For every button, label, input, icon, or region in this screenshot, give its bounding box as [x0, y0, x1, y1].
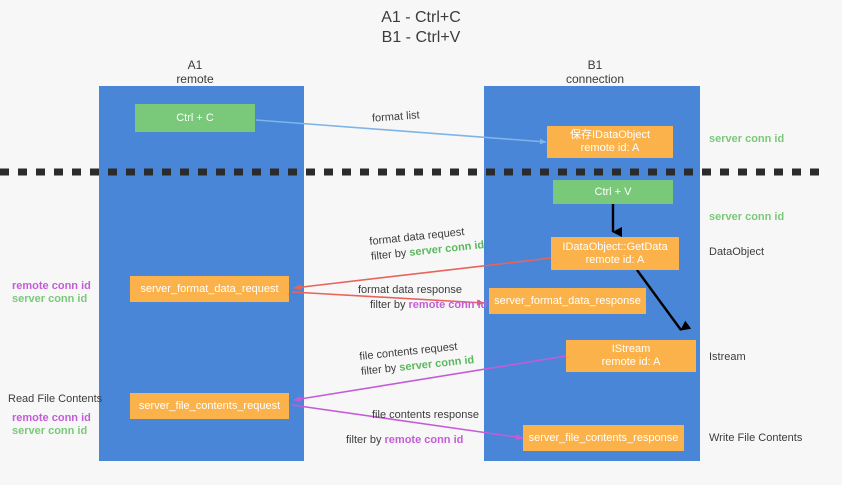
annotation-left-remote-conn-id-1: remote conn id — [12, 280, 91, 292]
filter-prefix: filter by — [346, 434, 385, 446]
title-line-1: A1 - Ctrl+C — [381, 9, 461, 26]
edge-label-format-data-response: format data response filter by remote co… — [358, 283, 487, 313]
box-save-idataobject-line2: remote id: A — [580, 142, 640, 154]
column-b1-name: B1 — [587, 58, 603, 72]
box-getdata-line2: remote id: A — [585, 253, 645, 266]
arrow-format-data-response — [291, 291, 485, 306]
box-server-format-data-request-label: server_format_data_request — [140, 282, 279, 295]
title-line-2: B1 - Ctrl+V — [381, 29, 461, 46]
box-server-format-data-response[interactable]: server_format_data_response — [489, 288, 646, 314]
edge-file-contents-response-line1: file contents response — [372, 409, 480, 421]
annotation-left-server-conn-id-1: server conn id — [12, 293, 88, 305]
column-a1-role: remote — [176, 72, 214, 86]
box-server-format-data-request[interactable]: server_format_data_request — [130, 276, 289, 302]
column-header-b1: B1 connection — [520, 58, 670, 86]
box-server-format-data-response-label: server_format_data_response — [494, 294, 641, 307]
box-save-idataobject-line1: 保存IDataObject — [569, 129, 651, 141]
column-a1-name: A1 — [187, 58, 203, 72]
box-save-idataobject[interactable]: 保存IDataObject remote id: A — [547, 126, 673, 158]
arrow-file-contents-response — [291, 404, 524, 441]
filter-prefix: filter by — [360, 361, 400, 378]
box-idataobject-getdata[interactable]: IDataObject::GetData remote id: A — [551, 237, 679, 270]
filter-prefix: filter by — [370, 299, 409, 311]
diagram-title: A1 - Ctrl+C B1 - Ctrl+V — [0, 8, 842, 48]
edge-label-file-contents-response: file contents response filter by remote … — [346, 408, 480, 448]
box-istream-line1: IStream — [611, 343, 651, 355]
annotation-right-server-conn-id-1: server conn id — [709, 133, 785, 145]
box-istream-line2: remote id: A — [601, 356, 661, 368]
edge-format-data-response-line1: format data response — [358, 284, 462, 296]
annotation-right-server-conn-id-2: server conn id — [709, 211, 785, 223]
filter-key-remote-conn-id: remote conn id — [408, 299, 488, 311]
box-istream[interactable]: IStream remote id: A — [566, 340, 696, 372]
annotation-right-dataobject: DataObject — [709, 246, 765, 258]
box-server-file-contents-response-label: server_file_contents_response — [528, 431, 679, 444]
arrow-file-contents-request — [293, 355, 567, 402]
annotation-left-remote-conn-id-2: remote conn id — [12, 412, 91, 424]
box-ctrl-v[interactable]: Ctrl + V — [553, 180, 673, 204]
edge-label-format-list-text: format list — [371, 109, 421, 125]
arrow-format-data-request — [293, 257, 552, 291]
box-server-file-contents-request[interactable]: server_file_contents_request — [130, 393, 289, 419]
edge-file-contents-response-filter: filter by remote conn id — [346, 433, 479, 448]
column-header-a1: A1 remote — [120, 58, 270, 86]
filter-key-remote-conn-id: remote conn id — [384, 434, 464, 446]
box-getdata-line1: IDataObject::GetData — [562, 240, 668, 253]
box-server-file-contents-response[interactable]: server_file_contents_response — [523, 425, 684, 451]
arrow-getdata-to-istream — [636, 269, 692, 331]
box-ctrl-c-label: Ctrl + C — [176, 111, 214, 124]
annotation-right-write-file-contents: Write File Contents — [709, 432, 803, 444]
edge-format-data-response-filter: filter by remote conn id — [358, 298, 487, 313]
box-server-file-contents-request-label: server_file_contents_request — [138, 399, 281, 412]
column-b1-role: connection — [565, 72, 625, 86]
annotation-left-server-conn-id-2: server conn id — [12, 425, 88, 437]
annotation-right-istream: Istream — [709, 351, 746, 363]
annotation-left-read-file-contents: Read File Contents — [8, 393, 103, 405]
box-ctrl-v-label: Ctrl + V — [594, 185, 632, 198]
box-ctrl-c[interactable]: Ctrl + C — [135, 104, 255, 132]
filter-prefix: filter by — [370, 246, 410, 263]
arrow-format-list — [255, 119, 547, 145]
